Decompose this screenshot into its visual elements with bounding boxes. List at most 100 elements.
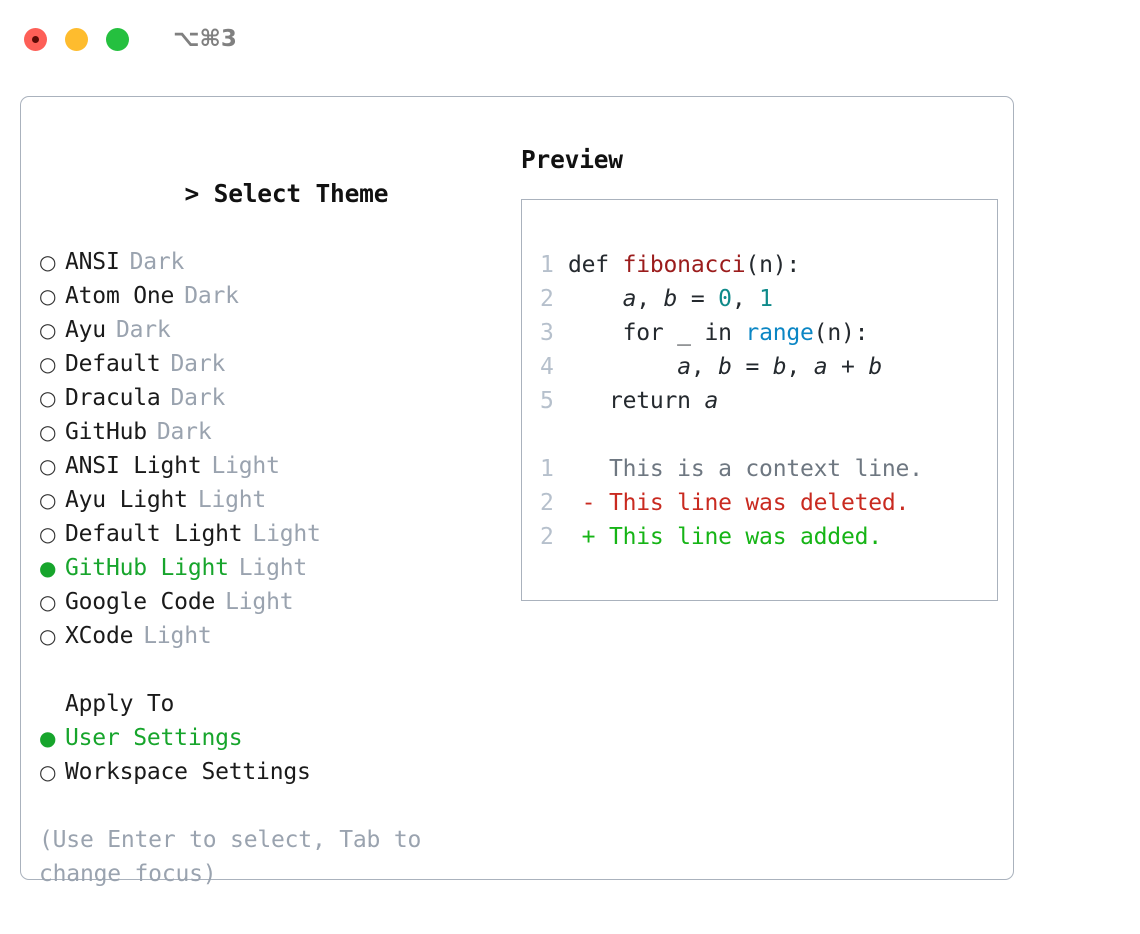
code-token: = bbox=[677, 286, 719, 312]
code-token: b bbox=[868, 354, 882, 380]
theme-option-label: ANSI bbox=[65, 249, 120, 275]
line-number: 3 bbox=[540, 320, 554, 346]
hint-spacer bbox=[39, 789, 509, 823]
radio-unselected-icon: ○ bbox=[39, 352, 57, 376]
apply-to-option-label: Workspace Settings bbox=[65, 759, 311, 785]
select-theme-heading: > Select Theme bbox=[39, 143, 509, 245]
theme-option-ayu-light[interactable]: ○ Ayu Light Light bbox=[39, 483, 509, 517]
code-token: , bbox=[731, 286, 760, 312]
code-token: + This line was added. bbox=[568, 524, 882, 550]
keyboard-hint-text: (Use Enter to select, Tab to change focu… bbox=[39, 827, 422, 887]
code-token: a bbox=[622, 286, 637, 312]
maximize-button[interactable] bbox=[106, 27, 129, 51]
preview-column: Preview 1 def fibonacci(n): 2 a, b = 0, 1 3… bbox=[509, 143, 1013, 879]
code-token: + bbox=[827, 354, 869, 380]
radio-unselected-icon: ○ bbox=[39, 250, 57, 274]
diff-line: 2 - This line was deleted. bbox=[540, 486, 997, 520]
diff-line: 2 + This line was added. bbox=[540, 520, 997, 554]
radio-selected-icon: ● bbox=[39, 556, 57, 580]
code-token: b bbox=[663, 286, 678, 312]
close-button[interactable] bbox=[24, 27, 47, 51]
code-token: for _ in bbox=[568, 320, 746, 346]
theme-option-tag: Light bbox=[225, 589, 294, 615]
apply-to-heading: Apply To bbox=[65, 691, 175, 717]
theme-option-tag: Dark bbox=[115, 317, 171, 343]
code-token: a bbox=[704, 388, 719, 414]
close-icon bbox=[32, 35, 39, 43]
diff-line: 1 This is a context line. bbox=[540, 452, 997, 486]
apply-to-option-label: User Settings bbox=[65, 725, 243, 751]
theme-option-tag: Dark bbox=[184, 283, 239, 309]
theme-option-label: Dracula bbox=[65, 385, 161, 411]
code-token: 1 bbox=[759, 286, 773, 312]
line-content: a, b = b, a + b bbox=[568, 350, 882, 384]
code-token: a bbox=[813, 354, 828, 380]
code-preview-box: 1 def fibonacci(n): 2 a, b = 0, 1 3 for _ i… bbox=[521, 199, 998, 601]
theme-option-default-light[interactable]: ○ Default Light Light bbox=[39, 517, 509, 551]
code-token: a bbox=[677, 354, 691, 380]
code-token bbox=[568, 354, 677, 380]
code-token: (n): bbox=[813, 320, 869, 346]
theme-option-tag: Light bbox=[143, 623, 212, 649]
line-number: 1 bbox=[540, 456, 554, 482]
theme-option-label: ANSI Light bbox=[65, 453, 202, 479]
code-token: def bbox=[568, 252, 623, 278]
radio-unselected-icon: ○ bbox=[39, 318, 57, 342]
code-token: range bbox=[745, 320, 814, 346]
theme-option-label: Default bbox=[65, 351, 161, 377]
diff-sample: 1 This is a context line.2 - This line w… bbox=[540, 452, 997, 554]
theme-option-tag: Dark bbox=[129, 249, 185, 275]
radio-unselected-icon: ○ bbox=[39, 488, 57, 512]
theme-option-tag: Dark bbox=[170, 385, 226, 411]
theme-option-ansi[interactable]: ○ ANSI Dark bbox=[39, 245, 509, 279]
line-content: This is a context line. bbox=[568, 452, 923, 486]
radio-unselected-icon: ○ bbox=[39, 454, 57, 478]
theme-option-tag: Light bbox=[197, 487, 267, 513]
radio-unselected-icon: ○ bbox=[39, 624, 57, 648]
minimize-button[interactable] bbox=[65, 27, 88, 51]
line-number: 4 bbox=[540, 354, 554, 380]
line-content: for _ in range(n): bbox=[568, 316, 869, 350]
code-token: 0 bbox=[718, 286, 732, 312]
theme-option-label: Default Light bbox=[65, 521, 243, 547]
line-number: 2 bbox=[540, 490, 554, 516]
theme-option-label: Google Code bbox=[65, 589, 216, 615]
theme-option-tag: Light bbox=[211, 453, 280, 479]
theme-option-tag: Dark bbox=[156, 419, 212, 445]
line-content: def fibonacci(n): bbox=[568, 248, 800, 282]
code-diff-separator bbox=[540, 418, 997, 452]
theme-option-tag: Dark bbox=[170, 351, 226, 377]
theme-option-ansi-light[interactable]: ○ ANSI Light Light bbox=[39, 449, 509, 483]
line-number: 5 bbox=[540, 388, 554, 414]
line-number: 2 bbox=[540, 286, 554, 312]
traffic-light-buttons bbox=[24, 27, 129, 51]
code-token: , bbox=[636, 286, 664, 312]
theme-option-label: Ayu Light bbox=[65, 487, 188, 513]
theme-option-default[interactable]: ○ Default Dark bbox=[39, 347, 509, 381]
titlebar: ⌥⌘3 bbox=[0, 0, 1140, 78]
theme-option-tag: Light bbox=[238, 555, 308, 581]
line-content: - This line was deleted. bbox=[568, 486, 910, 520]
apply-to-option-user-settings[interactable]: ●User Settings bbox=[39, 721, 509, 755]
keyboard-shortcut-label: ⌥⌘3 bbox=[173, 26, 237, 52]
code-token: (n): bbox=[745, 252, 801, 278]
code-line: 4 a, b = b, a + b bbox=[540, 350, 997, 384]
theme-option-tag: Light bbox=[252, 521, 321, 547]
code-token: , bbox=[690, 354, 719, 380]
apply-to-option-workspace-settings[interactable]: ○Workspace Settings bbox=[39, 755, 509, 789]
code-token: return bbox=[568, 388, 705, 414]
preview-heading: Preview bbox=[521, 145, 623, 174]
code-token: - This line was deleted. bbox=[568, 490, 910, 516]
radio-unselected-icon: ○ bbox=[39, 522, 57, 546]
code-token: This is a context line. bbox=[568, 456, 923, 482]
